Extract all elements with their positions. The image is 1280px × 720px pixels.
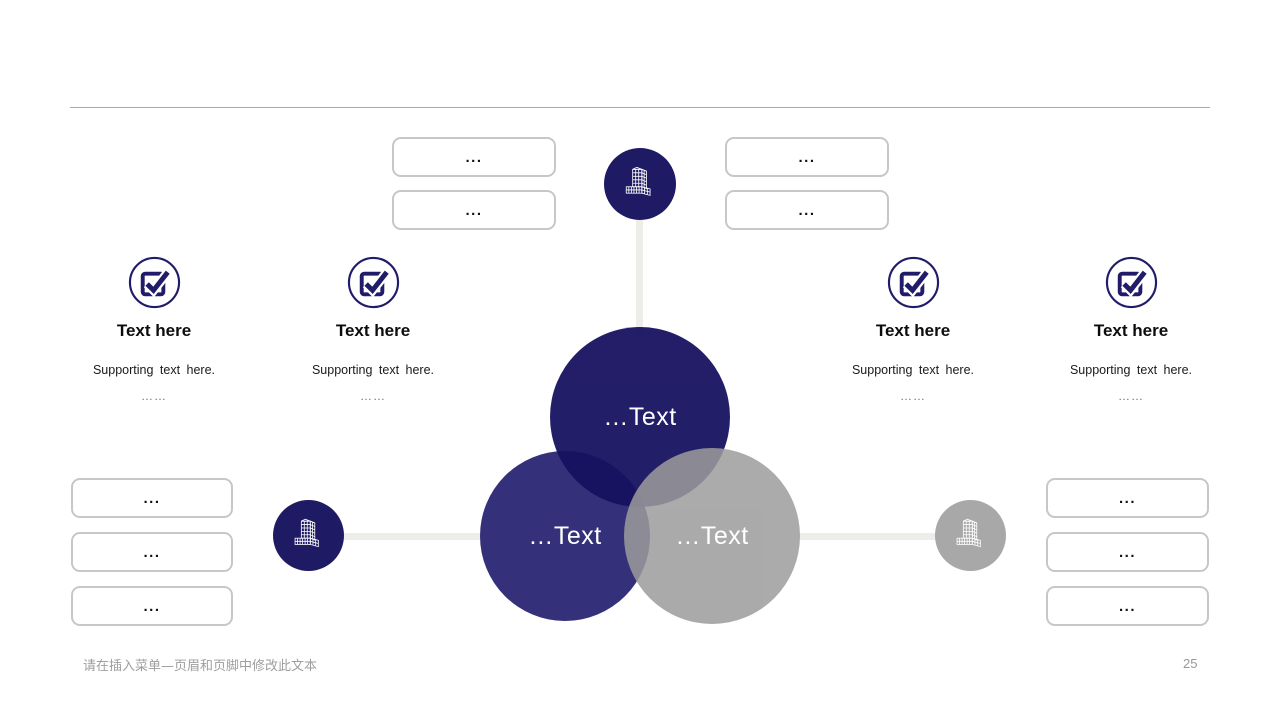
placeholder-box: ...: [392, 190, 556, 230]
feature-column-4: Text here Supporting text here. ……: [1021, 256, 1241, 403]
placeholder-box: ...: [71, 478, 233, 518]
connector-top: [636, 218, 643, 338]
placeholder-box: ...: [71, 532, 233, 572]
venn-circle-left-label: …Text: [528, 521, 602, 550]
placeholder-box: ...: [1046, 586, 1209, 626]
feature-supporting-text: Supporting text here.: [851, 363, 975, 377]
checkbox-icon: [887, 256, 939, 309]
placeholder-box: ...: [71, 586, 233, 626]
venn-circle-right: …Text: [624, 448, 800, 624]
building-icon: [294, 518, 319, 548]
feature-supporting-text: Supporting text here.: [311, 363, 435, 377]
feature-ellipsis: ……: [900, 389, 926, 403]
feature-column-2: Text here Supporting text here. ……: [263, 256, 483, 403]
feature-title: Text here: [116, 321, 192, 340]
checkbox-icon: [128, 256, 180, 309]
feature-supporting-text: Supporting text here.: [1069, 363, 1193, 377]
header-divider-line: [70, 107, 1210, 108]
feature-ellipsis: ……: [1118, 389, 1144, 403]
hub-top: [604, 148, 676, 220]
feature-title: Text here: [1093, 321, 1169, 340]
checkbox-icon: [1105, 256, 1157, 309]
feature-supporting-text: Supporting text here.: [92, 363, 216, 377]
placeholder-box: ...: [1046, 478, 1209, 518]
connector-left: [343, 533, 484, 540]
feature-column-1: Text here Supporting text here. ……: [44, 256, 264, 403]
connector-right: [798, 533, 938, 540]
feature-ellipsis: ……: [141, 389, 167, 403]
venn-circle-right-label: …Text: [675, 521, 749, 550]
feature-title: Text here: [875, 321, 951, 340]
page-number: 25: [1183, 656, 1198, 671]
venn-circle-top-label: …Text: [603, 402, 677, 431]
placeholder-box: ...: [1046, 532, 1209, 572]
placeholder-box: ...: [392, 137, 556, 177]
building-icon: [956, 518, 981, 548]
placeholder-box: ...: [725, 137, 889, 177]
feature-column-3: Text here Supporting text here. ……: [803, 256, 1023, 403]
building-icon: [625, 166, 651, 196]
feature-title: Text here: [335, 321, 411, 340]
placeholder-box: ...: [725, 190, 889, 230]
footer-note: 请在插入菜单—页眉和页脚中修改此文本: [83, 659, 318, 674]
hub-right: [935, 500, 1006, 571]
checkbox-icon: [347, 256, 399, 309]
feature-ellipsis: ……: [360, 389, 386, 403]
hub-left: [273, 500, 344, 571]
